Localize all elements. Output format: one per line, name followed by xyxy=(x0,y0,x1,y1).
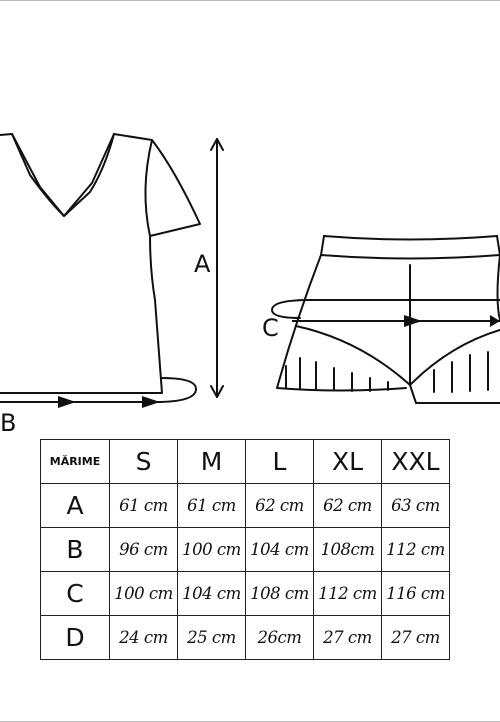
header-size-xl: XL xyxy=(313,439,382,484)
table-cell: 62 cm xyxy=(313,483,382,528)
label-c: C xyxy=(262,314,279,342)
table-cell: 61 cm xyxy=(177,483,246,528)
garment-diagram: A B C xyxy=(0,133,500,437)
header-size-label: MĂRIME xyxy=(40,439,110,484)
arrow-c xyxy=(292,315,500,327)
table-cell: 96 cm xyxy=(109,527,178,572)
table-row: C 100 cm 104 cm 108 cm 112 cm 116 cm xyxy=(40,571,450,616)
table-cell: 63 cm xyxy=(381,483,450,528)
table-cell: 27 cm xyxy=(313,615,382,660)
table-cell: 112 cm xyxy=(313,571,382,616)
table-cell: 108 cm xyxy=(245,571,314,616)
table-cell: 108cm xyxy=(313,527,382,572)
table-cell: 116 cm xyxy=(381,571,450,616)
row-label: A xyxy=(40,483,110,528)
row-label: C xyxy=(40,571,110,616)
measure-a-line xyxy=(210,138,224,398)
table-cell: 25 cm xyxy=(177,615,246,660)
header-size-l: L xyxy=(245,439,314,484)
table-header-row: MĂRIME S M L XL XXL xyxy=(40,439,450,484)
arrow-b xyxy=(0,396,160,408)
table-row: D 24 cm 25 cm 26cm 27 cm 27 cm xyxy=(40,615,450,660)
label-a: A xyxy=(194,250,211,278)
shorts-outline xyxy=(271,235,500,404)
table-row: B 96 cm 100 cm 104 cm 108cm 112 cm xyxy=(40,527,450,572)
table-cell: 26cm xyxy=(245,615,314,660)
table-cell: 24 cm xyxy=(109,615,178,660)
header-size-xxl: XXL xyxy=(381,439,450,484)
table-cell: 61 cm xyxy=(109,483,178,528)
table-cell: 62 cm xyxy=(245,483,314,528)
label-b: B xyxy=(0,409,16,437)
table-cell: 112 cm xyxy=(381,527,450,572)
header-size-s: S xyxy=(109,439,178,484)
tshirt-outline xyxy=(0,133,201,403)
size-table: MĂRIME S M L XL XXL A 61 cm 61 cm 62 cm … xyxy=(40,439,450,660)
table-cell: 104 cm xyxy=(245,527,314,572)
table-cell: 104 cm xyxy=(177,571,246,616)
header-size-m: M xyxy=(177,439,246,484)
table-cell: 100 cm xyxy=(177,527,246,572)
table-row: A 61 cm 61 cm 62 cm 62 cm 63 cm xyxy=(40,483,450,528)
table-cell: 100 cm xyxy=(109,571,178,616)
row-label: D xyxy=(40,615,110,660)
row-label: B xyxy=(40,527,110,572)
table-cell: 27 cm xyxy=(381,615,450,660)
